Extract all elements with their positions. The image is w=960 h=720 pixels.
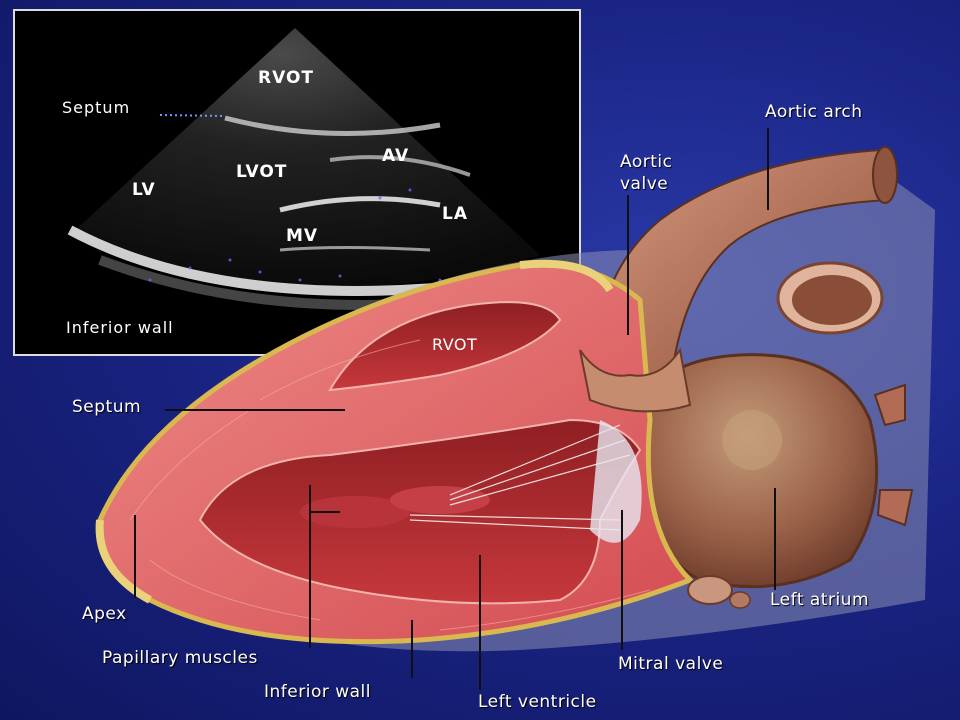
label-septum: Septum	[72, 397, 142, 417]
label-left-ventricle: Left ventricle	[478, 692, 597, 712]
label-aortic-valve-line2: valve	[620, 174, 669, 194]
label-papillary-muscles: Papillary muscles	[102, 648, 258, 668]
echo-label-mv: MV	[286, 226, 319, 246]
echo-label-la: LA	[442, 204, 468, 224]
label-aortic-valve-line1: Aortic	[620, 152, 673, 172]
echo-label-lv: LV	[132, 180, 156, 200]
echo-label-septum: Septum	[62, 98, 131, 117]
echo-label-lvot: LVOT	[236, 162, 288, 182]
echo-label-av: AV	[382, 146, 410, 166]
echo-label-inferior-wall: Inferior wall	[66, 318, 174, 337]
heart-illustration	[95, 146, 935, 652]
label-apex: Apex	[82, 604, 127, 624]
label-left-atrium: Left atrium	[770, 590, 870, 610]
label-rvot: RVOT	[432, 335, 478, 354]
label-mitral-valve: Mitral valve	[618, 654, 724, 674]
label-aortic-arch: Aortic arch	[765, 102, 863, 122]
label-inferior-wall: Inferior wall	[264, 682, 372, 702]
echo-label-rvot: RVOT	[258, 68, 314, 88]
leader-lines	[134, 128, 776, 690]
